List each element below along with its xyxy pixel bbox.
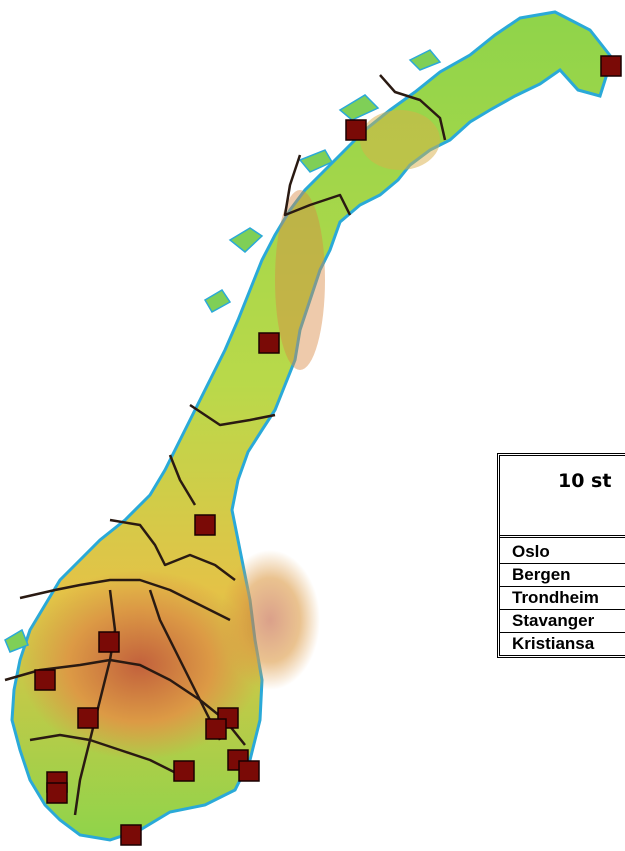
table-row[interactable]: Trondheim — [500, 587, 625, 610]
city-marker-west-inland[interactable] — [77, 707, 99, 729]
table-row[interactable]: Kristiansa — [500, 633, 625, 655]
city-marker-bodo[interactable] — [258, 332, 280, 354]
table-row[interactable]: Oslo — [500, 541, 625, 564]
table-title: 10 st — [500, 456, 625, 538]
table-row[interactable]: Bergen — [500, 564, 625, 587]
highland-area-3 — [275, 190, 325, 370]
city-marker-oslo[interactable] — [205, 718, 227, 740]
highland-area-2 — [220, 550, 320, 690]
table-row[interactable]: Stavanger — [500, 610, 625, 633]
city-marker-stavanger[interactable] — [46, 782, 68, 804]
top-cities-table: 10 st Oslo Bergen Trondheim Stavanger Kr… — [497, 453, 625, 658]
city-marker-trondheim[interactable] — [194, 514, 216, 536]
city-marker-sarpsborg[interactable] — [238, 760, 260, 782]
city-marker-tromso[interactable] — [345, 119, 367, 141]
coastal-islands — [4, 49, 442, 653]
city-marker-bergen[interactable] — [34, 669, 56, 691]
city-marker-kristiansand[interactable] — [120, 824, 142, 846]
border-lines — [4, 74, 447, 816]
city-marker-central[interactable] — [98, 631, 120, 653]
city-rows: Oslo Bergen Trondheim Stavanger Kristian… — [500, 541, 625, 655]
highland-area-4 — [360, 110, 440, 170]
city-marker-skien[interactable] — [173, 760, 195, 782]
city-marker-layer — [34, 55, 622, 846]
city-marker-north-cape[interactable] — [600, 55, 622, 77]
